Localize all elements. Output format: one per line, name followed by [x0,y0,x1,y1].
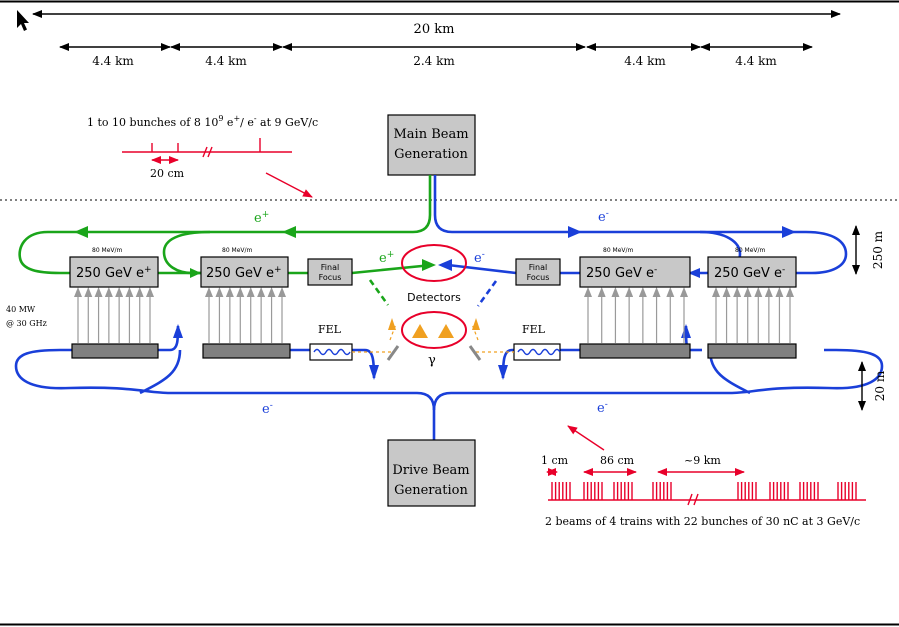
rf-power-label: @ 30 GHz [6,319,47,328]
final-focus-label: Final [321,263,339,272]
drive-beam-box-label: Drive Beam [392,463,469,478]
linac-label: 250 GeV e- [586,265,657,281]
gradient-label: 80 MeV/m [222,247,253,254]
electron-beam-line-upper: e- e- [433,175,848,307]
dimension-segment-label: 4.4 km [624,54,666,68]
drive-electron-label: e- [262,401,273,417]
main-beam-bunch-annotation: 1 to 10 bunches of 8 109 e+/ e- at 9 GeV… [87,114,318,198]
drive-beam-line: e- e- [14,324,884,440]
detector-upper [401,244,467,282]
gradient-label: 80 MeV/m [735,247,766,254]
positron-beam-line: e+ e+ [18,175,436,306]
dimension-height-bottom: 20 m [858,361,887,411]
dimension-segment-label: 2.4 km [413,54,455,68]
decelerator-4 [707,343,797,359]
height-bottom-label: 20 m [873,370,887,401]
drive-beam-box-label: Generation [394,483,468,498]
decelerator-1 [71,343,159,359]
linac-label: 250 GeV e+ [206,265,282,281]
dimension-segment-label: 4.4 km [205,54,247,68]
decelerator-3 [579,343,691,359]
electron-label-ip: e- [474,250,485,266]
gamma-label: γ [428,353,436,368]
electron-label: e- [598,209,609,225]
drive-spacing-label: ~9 km [684,454,721,467]
drive-beam-generation-box: Drive Beam Generation [387,439,476,507]
linac-positron-1: 250 GeV e+ 80 MeV/m [69,247,159,288]
final-focus-left: Final Focus [307,258,353,286]
final-focus-label: Final [529,263,547,272]
positron-label-ip: e+ [379,250,394,266]
cursor-arrow-icon [17,10,29,31]
fel-label: FEL [522,323,546,336]
final-focus-right: Final Focus [515,258,561,286]
main-beam-bunch-text: 1 to 10 bunches of 8 109 e+/ e- at 9 GeV… [87,114,318,129]
rf-power-transfer-arrows [74,287,794,343]
photon-paths [352,318,514,361]
main-beam-box-label: Generation [394,147,468,162]
fel-label: FEL [318,323,342,336]
height-top-label: 250 m [871,230,885,269]
main-beam-spacing-label: 20 cm [150,167,185,180]
linac-electron-1: 250 GeV e- 80 MeV/m [579,247,691,288]
rf-power-label: 40 MW [6,305,36,314]
fel-left: FEL [309,323,353,361]
drive-spacing-label: 86 cm [600,454,635,467]
dimension-segment-label: 4.4 km [735,54,777,68]
linac-label: 250 GeV e+ [76,265,152,281]
dimension-segments: 4.4 km 4.4 km 2.4 km 4.4 km 4.4 km [59,43,813,68]
gradient-label: 80 MeV/m [603,247,634,254]
drive-spacing-label: 1 cm [541,454,569,467]
drive-beam-train-annotation: 1 cm 86 cm ~9 km 2 beams of 4 trains wit… [541,425,866,528]
gradient-label: 80 MeV/m [92,247,123,254]
linac-electron-2: 250 GeV e- 80 MeV/m [707,247,797,288]
main-beam-box-label: Main Beam [393,127,468,142]
decelerator-2 [202,343,291,359]
main-beam-generation-box: Main Beam Generation [387,114,476,176]
drive-beam-caption: 2 beams of 4 trains with 22 bunches of 3… [545,515,860,528]
fel-right: FEL [513,323,561,361]
drive-electron-label: e- [597,400,608,416]
positron-label: e+ [254,210,269,226]
detector-lower [401,311,467,349]
dimension-total-label: 20 km [414,22,455,37]
dimension-segment-label: 4.4 km [92,54,134,68]
dimension-total: 20 km [32,10,841,37]
detectors-label: Detectors [407,291,461,304]
final-focus-label: Focus [319,273,342,282]
dimension-height-top: 250 m [852,225,885,275]
final-focus-label: Focus [527,273,550,282]
linac-positron-2: 250 GeV e+ 80 MeV/m [200,247,289,288]
linac-label: 250 GeV e- [714,265,785,281]
